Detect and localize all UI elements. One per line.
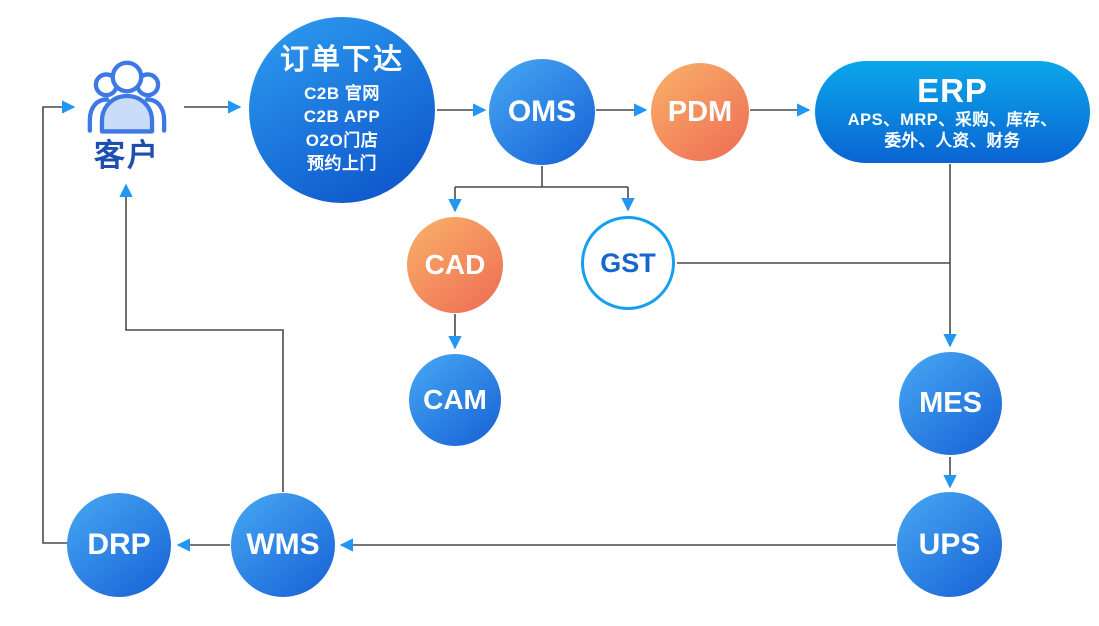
node-drp: DRP — [67, 493, 171, 597]
left-person-shoulder — [87, 97, 110, 133]
node-oms-label: OMS — [507, 95, 577, 128]
node-order-title: 订单下达 — [279, 44, 404, 77]
center-person-body — [99, 93, 155, 134]
node-erp-title: ERP — [917, 71, 988, 109]
node-mes-label: MES — [919, 387, 982, 419]
node-cam: CAM — [409, 354, 501, 446]
node-order-line: 预约上门 — [307, 154, 377, 174]
node-wms-label: WMS — [246, 528, 320, 561]
node-pdm-label: PDM — [667, 95, 733, 128]
node-drp-label: DRP — [87, 528, 151, 561]
node-erp: ERP APS、MRP、采购、库存、 委外、人资、财务 — [815, 61, 1090, 163]
node-gst: GST — [581, 216, 675, 310]
edge-wms-to-customer — [119, 183, 284, 492]
node-erp-subline: APS、MRP、采购、库存、 — [847, 110, 1058, 129]
node-customer-label: 客户 — [94, 138, 160, 173]
node-cad: CAD — [407, 217, 503, 313]
node-cam-label: CAM — [423, 384, 487, 415]
node-oms: OMS — [489, 59, 595, 165]
center-person-head — [110, 60, 144, 94]
node-order-line: O2O门店 — [305, 130, 379, 150]
node-order-line: C2B APP — [303, 107, 381, 127]
node-order: 订单下达 C2B 官网 C2B APP O2O门店 预约上门 — [249, 17, 435, 203]
node-pdm: PDM — [651, 63, 749, 161]
customer-group-icon — [83, 58, 171, 134]
node-ups-label: UPS — [918, 527, 981, 561]
node-wms: WMS — [231, 493, 335, 597]
node-cad-label: CAD — [424, 249, 486, 280]
node-order-line: C2B 官网 — [304, 83, 380, 103]
node-erp-subline: 委外、人资、财务 — [884, 131, 1021, 150]
right-person-shoulder — [144, 97, 167, 133]
node-mes: MES — [899, 352, 1002, 455]
edge-oms-branch-stem — [455, 166, 628, 188]
edge-drp-to-customer — [42, 100, 76, 544]
node-gst-label: GST — [600, 247, 656, 278]
node-ups: UPS — [897, 492, 1002, 597]
